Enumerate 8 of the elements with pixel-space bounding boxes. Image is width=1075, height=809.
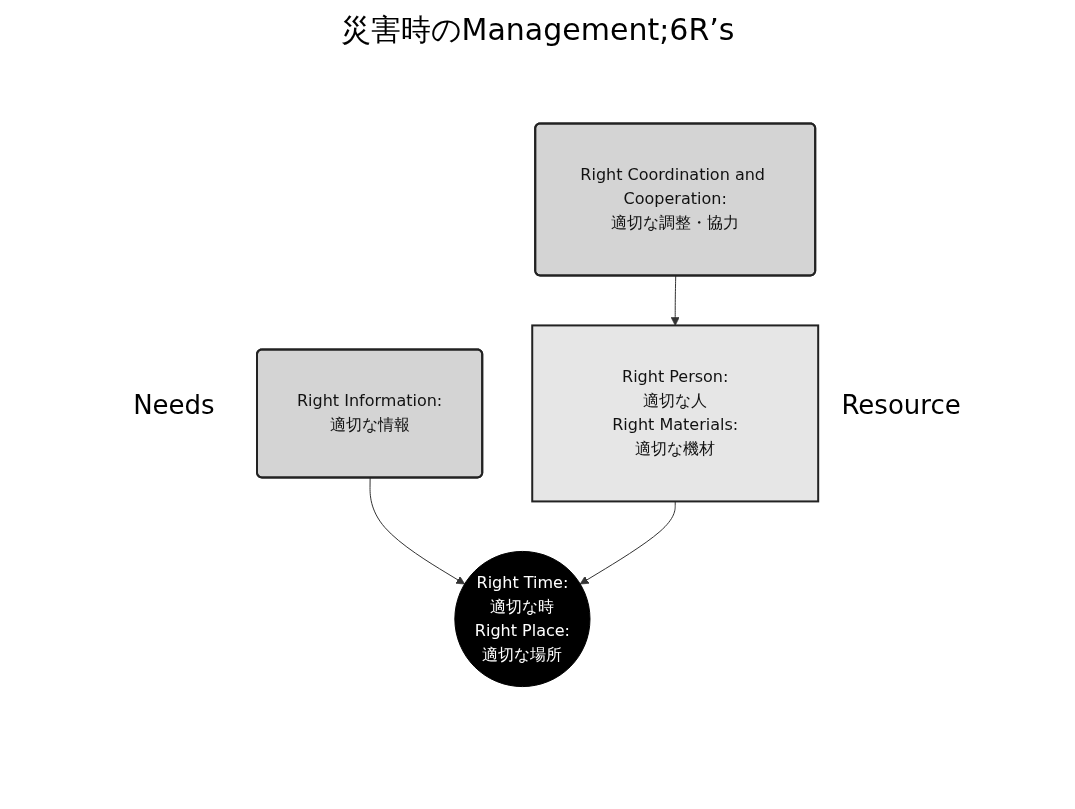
arrow xyxy=(579,500,676,585)
arrow xyxy=(369,477,465,585)
node-circle: Right Time: 適切な時 Right Place: 適切な場所 xyxy=(454,550,591,688)
diagram-title: 災害時のManagement;6R’s xyxy=(339,11,736,49)
arrow xyxy=(670,275,680,326)
side-label: Needs xyxy=(132,390,216,420)
node-box: Right Person: 適切な人 Right Materials: 適切な機材 xyxy=(531,324,820,503)
side-label: Resource xyxy=(840,390,962,420)
